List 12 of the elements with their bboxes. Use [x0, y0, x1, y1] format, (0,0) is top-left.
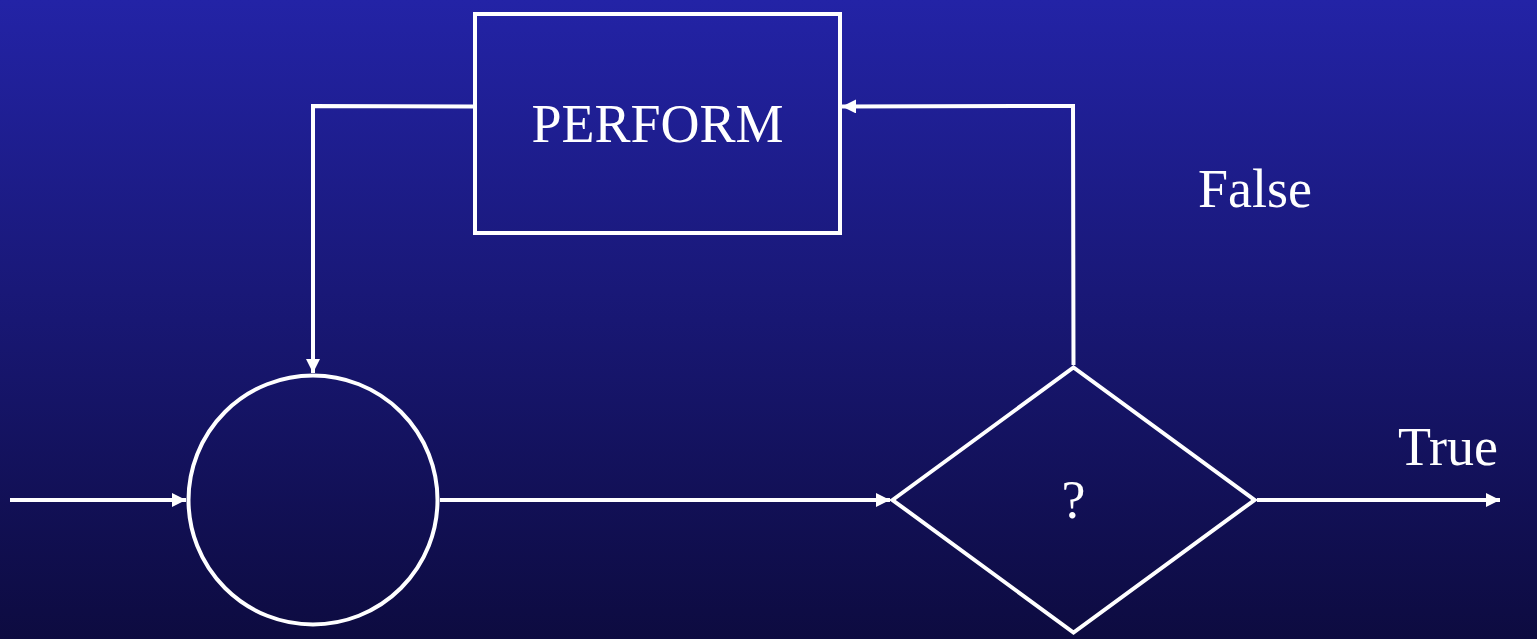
decision-diamond — [890, 365, 1257, 635]
edge-label: False — [1198, 162, 1312, 216]
arrow — [10, 493, 186, 507]
arrow — [842, 99, 1076, 365]
node-label: PERFORM — [531, 96, 784, 151]
edge-label: True — [1398, 420, 1499, 474]
arrow — [306, 104, 473, 373]
arrow — [440, 493, 890, 507]
process-box — [473, 12, 842, 235]
arrow — [1257, 493, 1500, 507]
node-label: ? — [1061, 473, 1086, 527]
circle-node — [186, 373, 440, 627]
